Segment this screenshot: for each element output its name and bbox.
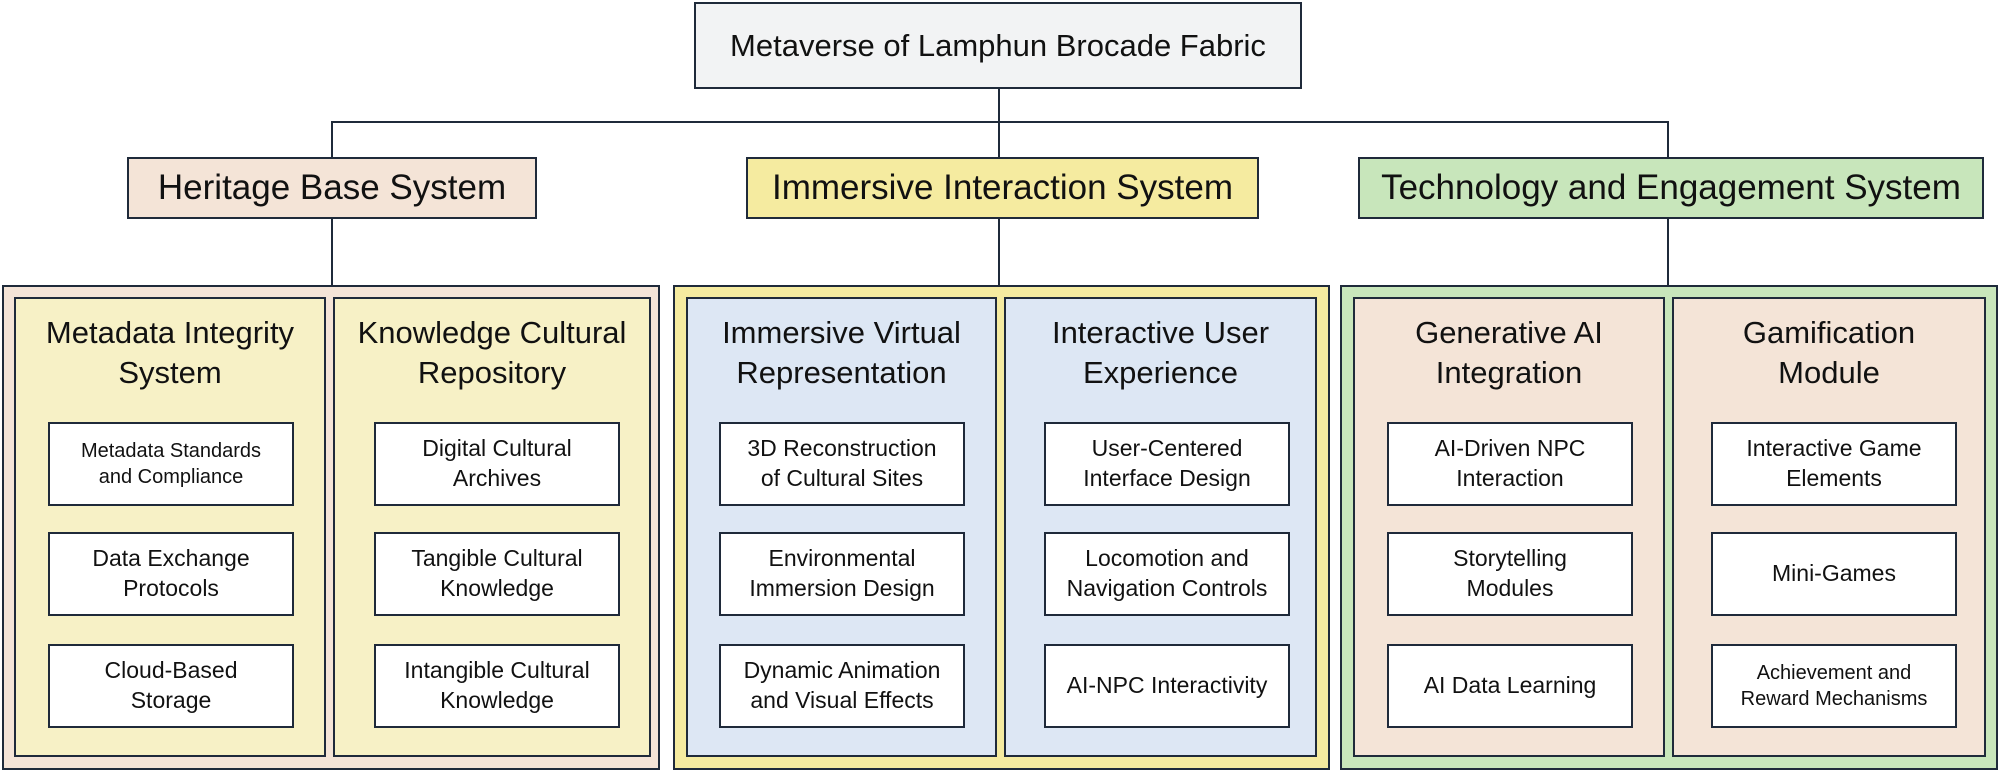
panel-title: Immersive Virtual Representation	[722, 315, 961, 391]
panel-title: Gamification Module	[1742, 315, 1916, 391]
heritage-base-system: Heritage Base System	[127, 157, 537, 219]
panel-knowledge-repository: Knowledge Cultural Repository Digital Cu…	[333, 297, 651, 757]
panel-title: Metadata Integrity System	[45, 315, 295, 391]
item-interactive-game-elements: Interactive Game Elements	[1711, 422, 1957, 506]
item-cloud-storage: Cloud-Based Storage	[48, 644, 294, 728]
item-mini-games: Mini-Games	[1711, 532, 1957, 616]
item-data-exchange: Data Exchange Protocols	[48, 532, 294, 616]
connector-to-heritage	[331, 121, 333, 157]
item-dynamic-animation: Dynamic Animation and Visual Effects	[719, 644, 965, 728]
immersive-interaction-system: Immersive Interaction System	[746, 157, 1259, 219]
item-intangible-knowledge: Intangible Cultural Knowledge	[374, 644, 620, 728]
panel-gamification: Gamification Module Interactive Game Ele…	[1672, 297, 1986, 757]
connector-immersive-group	[998, 219, 1000, 285]
system-title: Heritage Base System	[157, 168, 507, 207]
technology-engagement-system: Technology and Engagement System	[1358, 157, 1984, 219]
connector-root-down	[998, 89, 1000, 123]
item-ai-data-learning: AI Data Learning	[1387, 644, 1633, 728]
item-digital-archives: Digital Cultural Archives	[374, 422, 620, 506]
panel-title: Knowledge Cultural Repository	[357, 315, 627, 391]
connector-to-technology	[1667, 121, 1669, 157]
connector-technology-group	[1667, 219, 1669, 285]
panel-title: Interactive User Experience	[1051, 315, 1270, 391]
item-locomotion-navigation: Locomotion and Navigation Controls	[1044, 532, 1290, 616]
item-3d-reconstruction: 3D Reconstruction of Cultural Sites	[719, 422, 965, 506]
item-metadata-standards: Metadata Standards and Compliance	[48, 422, 294, 506]
panel-generative-ai: Generative AI Integration AI-Driven NPC …	[1353, 297, 1665, 757]
panel-metadata-integrity: Metadata Integrity System Metadata Stand…	[14, 297, 326, 757]
item-ai-driven-npc: AI-Driven NPC Interaction	[1387, 422, 1633, 506]
panel-immersive-virtual: Immersive Virtual Representation 3D Reco…	[686, 297, 997, 757]
item-environmental-immersion: Environmental Immersion Design	[719, 532, 965, 616]
connector-horizontal	[331, 121, 1669, 123]
root-title: Metaverse of Lamphun Brocade Fabric	[730, 27, 1266, 63]
item-user-centered-interface: User-Centered Interface Design	[1044, 422, 1290, 506]
connector-heritage-group	[331, 219, 333, 285]
system-title: Immersive Interaction System	[772, 168, 1233, 207]
item-storytelling-modules: Storytelling Modules	[1387, 532, 1633, 616]
item-ai-npc-interactivity: AI-NPC Interactivity	[1044, 644, 1290, 728]
item-achievement-reward: Achievement and Reward Mechanisms	[1711, 644, 1957, 728]
item-tangible-knowledge: Tangible Cultural Knowledge	[374, 532, 620, 616]
connector-to-immersive	[998, 121, 1000, 157]
panel-interactive-user-experience: Interactive User Experience User-Centere…	[1004, 297, 1317, 757]
panel-title: Generative AI Integration	[1415, 315, 1603, 391]
root-node: Metaverse of Lamphun Brocade Fabric	[694, 2, 1302, 89]
system-title: Technology and Engagement System	[1381, 168, 1961, 207]
